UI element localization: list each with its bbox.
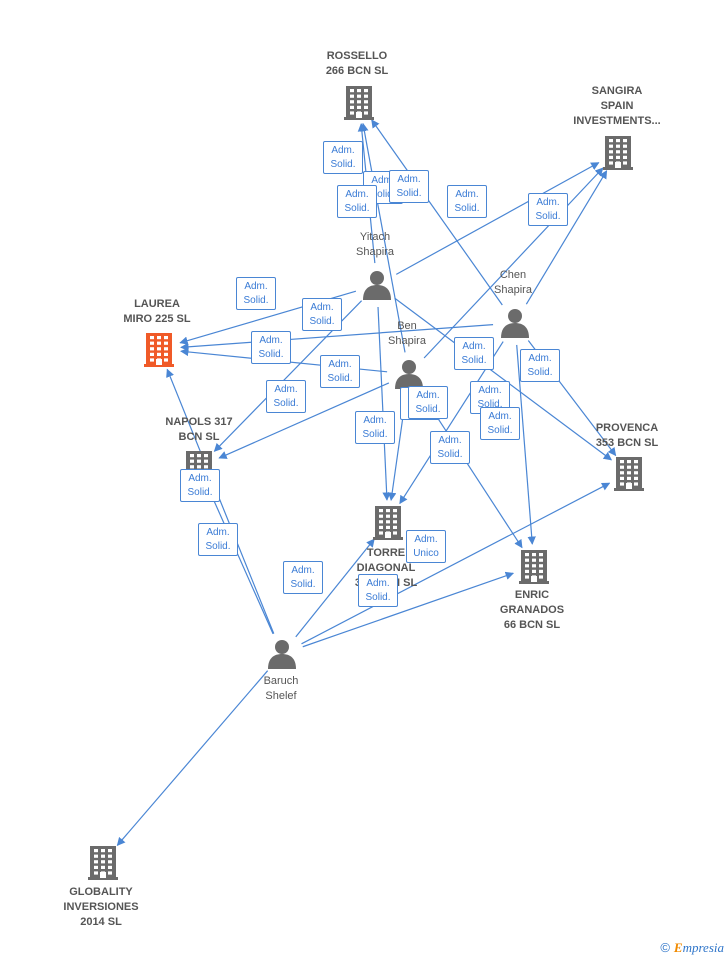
node-label-yitach[interactable]: Yitach Shapira	[356, 231, 394, 258]
edge-baruch-to-torre	[295, 538, 375, 638]
edge-label-baruch-to-provenca[interactable]: Adm. Solid.	[358, 574, 398, 607]
edge-label-chen-to-enric[interactable]: Adm. Solid.	[430, 431, 470, 464]
edge-baruch-to-enric	[302, 571, 515, 648]
brand-name: mpresia	[682, 940, 724, 955]
edge-yitach-to-sangira	[395, 162, 600, 275]
edge-baruch-to-laurea	[166, 368, 275, 634]
edge-label-baruch-to-torre[interactable]: Adm. Solid.	[198, 523, 238, 556]
edge-label-yitach-to-sangira[interactable]: Adm. Solid.	[337, 185, 377, 218]
node-label-napols[interactable]: NAPOLS 317 BCN SL	[165, 416, 233, 443]
node-label-sangira[interactable]: SANGIRA SPAIN INVESTMENTS...	[573, 85, 661, 127]
edge-label-yitach-to-torre[interactable]: Adm. Solid.	[355, 411, 395, 444]
edge-baruch-to-globality	[116, 670, 269, 846]
building-icon[interactable]	[373, 504, 403, 545]
edge-label-yitach-to-napols[interactable]: Adm. Solid.	[266, 380, 306, 413]
edge-label-ben-to-laurea[interactable]: Adm. Solid.	[251, 331, 291, 364]
edge-label-yitach-to-laurea[interactable]: Adm. Solid.	[236, 277, 276, 310]
edge-yitach-to-provenca	[394, 297, 613, 461]
edge-label-chen-to-provenca[interactable]: Adm. Solid.	[520, 349, 560, 382]
edge-chen-to-rossello	[371, 119, 503, 306]
building-icon[interactable]	[144, 331, 174, 372]
person-icon[interactable]	[393, 359, 425, 394]
edge-label-ben-to-enric[interactable]: Adm. Solid.	[480, 407, 520, 440]
edge-label-chen-to-laurea[interactable]: Adm. Solid.	[302, 298, 342, 331]
edge-ben-to-napols	[218, 382, 390, 459]
edge-label-chen-to-torre[interactable]: Adm. Solid.	[408, 386, 448, 419]
node-label-globality[interactable]: GLOBALITY INVERSIONES 2014 SL	[63, 886, 139, 928]
building-icon[interactable]	[614, 455, 644, 496]
edge-baruch-to-provenca	[301, 482, 611, 645]
edge-label-chen-to-sangira[interactable]: Adm. Solid.	[447, 185, 487, 218]
edge-baruch-to-napols	[207, 486, 274, 635]
empresia-logo: ©Empresia	[660, 940, 724, 956]
edge-chen-to-laurea	[180, 324, 494, 352]
node-label-ben[interactable]: Ben Shapira	[388, 320, 426, 347]
edge-label-ben-to-napols[interactable]: Adm. Solid.	[320, 355, 360, 388]
person-icon[interactable]	[266, 639, 298, 674]
building-icon[interactable]	[344, 84, 374, 125]
person-icon[interactable]	[361, 270, 393, 305]
edge-ben-to-sangira	[423, 167, 604, 359]
edge-label-baruch-to-laurea[interactable]: Adm. Solid.	[454, 337, 494, 370]
node-label-chen[interactable]: Chen Shapira	[494, 269, 532, 296]
edge-yitach-to-torre	[377, 306, 391, 501]
brand-initial: E	[673, 940, 683, 955]
edge-label-yitach-to-rossello[interactable]: Adm. Solid.	[323, 141, 363, 174]
node-label-baruch[interactable]: Baruch Shelef	[263, 675, 299, 702]
edge-label-baruch-to-napols[interactable]: Adm. Solid.	[180, 469, 220, 502]
edge-chen-to-sangira	[525, 170, 608, 305]
person-icon[interactable]	[499, 308, 531, 343]
edge-label-ben-to-sangira[interactable]: Adm. Solid.	[528, 193, 568, 226]
node-label-provenca[interactable]: PROVENCA 353 BCN SL	[595, 422, 659, 449]
building-icon[interactable]	[88, 844, 118, 885]
building-icon[interactable]	[603, 134, 633, 175]
edge-chen-to-enric	[516, 344, 536, 545]
node-label-enric[interactable]: ENRIC GRANADOS 66 BCN SL	[499, 589, 565, 631]
node-label-laurea[interactable]: LAUREA MIRO 225 SL	[123, 298, 191, 325]
copyright-symbol: ©	[660, 940, 670, 955]
node-label-rossello[interactable]: ROSSELLO 266 BCN SL	[325, 50, 389, 77]
edge-ben-to-rossello	[360, 122, 406, 353]
edge-label-chen-to-rossello[interactable]: Adm. Solid.	[389, 170, 429, 203]
building-icon[interactable]	[519, 548, 549, 589]
edge-label-baruch-to-globality[interactable]: Adm. Unico	[406, 530, 446, 563]
edge-label-baruch-to-enric[interactable]: Adm. Solid.	[283, 561, 323, 594]
